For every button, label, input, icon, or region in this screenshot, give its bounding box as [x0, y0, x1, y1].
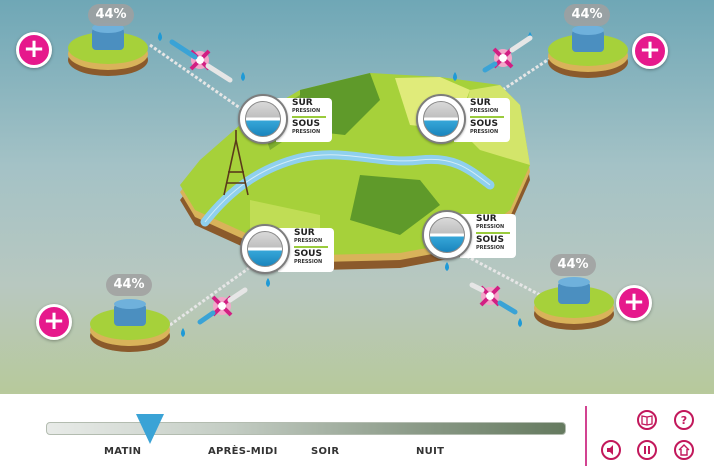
time-label-matin[interactable]: MATIN [104, 446, 142, 457]
time-label-nuit[interactable]: NUIT [416, 446, 445, 457]
pressure-dial-icon [416, 94, 466, 144]
pause-icon [644, 446, 650, 454]
reservoir-top-left[interactable] [68, 23, 148, 76]
add-reservoir-top-left-button[interactable]: + [16, 32, 52, 68]
reservoir-bottom-left-percent: 44% [106, 274, 152, 296]
pressure-gauge-north-east: SUR PRESSION SOUS PRESSION [416, 94, 510, 146]
pressure-gauge-north-west: SUR PRESSION SOUS PRESSION [238, 94, 332, 146]
add-reservoir-bottom-right-button[interactable]: + [616, 285, 652, 321]
paris-map-scene [68, 23, 628, 352]
game-scene: 44% 44% 44% 44% + + + + SUR PRESSION SOU… [16, 4, 668, 352]
over-pressure-label: SUR [292, 98, 313, 108]
over-pressure-label: SUR [294, 228, 315, 238]
controls-divider [585, 406, 587, 466]
gauge-divider [470, 116, 504, 118]
valve-bottom-right-icon[interactable] [479, 285, 501, 307]
add-reservoir-top-right-button[interactable]: + [632, 33, 668, 69]
reservoir-bottom-right-percent: 44% [550, 254, 596, 276]
pressure-dial-icon [240, 224, 290, 274]
speaker-icon [607, 445, 613, 455]
reservoir-top-right-percent: 44% [564, 4, 610, 26]
reservoir-bottom-left[interactable] [90, 299, 170, 352]
add-reservoir-bottom-left-button[interactable]: + [36, 304, 72, 340]
under-pressure-label: SOUS [292, 119, 320, 129]
reservoir-top-left-percent: 44% [88, 4, 134, 26]
under-pressure-sub: PRESSION [476, 245, 505, 251]
pipe-bottom-left [169, 258, 261, 327]
home-icon [678, 444, 690, 456]
gauge-labels: SUR PRESSION SOUS PRESSION [278, 228, 334, 272]
over-pressure-sub: PRESSION [292, 108, 321, 114]
under-pressure-label: SOUS [476, 235, 504, 245]
timeline-track[interactable] [46, 422, 566, 435]
pressure-dial-icon [238, 94, 288, 144]
over-pressure-label: SUR [470, 98, 491, 108]
under-pressure-sub: PRESSION [294, 259, 323, 265]
gauge-divider [476, 232, 510, 234]
under-pressure-sub: PRESSION [470, 129, 499, 135]
reservoir-bottom-right[interactable] [534, 277, 614, 330]
pipe-top-left [149, 43, 251, 117]
gauge-divider [294, 246, 328, 248]
book-icon [641, 415, 653, 426]
help-button[interactable]: ? [674, 410, 694, 430]
pause-button[interactable] [637, 440, 657, 460]
pressure-dial-icon [422, 210, 472, 260]
pressure-gauge-south-west: SUR PRESSION SOUS PRESSION [240, 224, 334, 276]
bottom-control-bar: MATIN APRÈS-MIDI SOIR NUIT ? [0, 394, 714, 476]
under-pressure-label: SOUS [470, 119, 498, 129]
pipe-level-indicators [169, 35, 533, 325]
sound-button[interactable] [601, 440, 621, 460]
timeline-cursor[interactable] [136, 414, 164, 444]
time-label-soir[interactable]: SOIR [311, 446, 340, 457]
gauge-divider [292, 116, 326, 118]
under-pressure-sub: PRESSION [292, 129, 321, 135]
pressure-gauge-south-east: SUR PRESSION SOUS PRESSION [422, 210, 516, 262]
under-pressure-label: SOUS [294, 249, 322, 259]
over-pressure-sub: PRESSION [470, 108, 499, 114]
time-label-apres-midi[interactable]: APRÈS-MIDI [208, 446, 278, 457]
home-button[interactable] [674, 440, 694, 460]
reservoir-top-right[interactable] [548, 25, 628, 78]
book-button[interactable] [637, 410, 657, 430]
over-pressure-sub: PRESSION [476, 224, 505, 230]
eiffel-tower-icon [223, 130, 249, 196]
over-pressure-label: SUR [476, 214, 497, 224]
over-pressure-sub: PRESSION [294, 238, 323, 244]
